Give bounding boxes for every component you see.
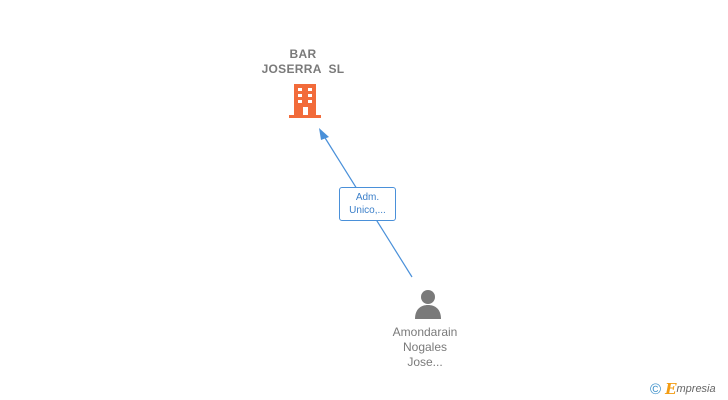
company-name[interactable]: BAR JOSERRA SL xyxy=(238,47,368,77)
copyright-icon: © xyxy=(650,380,662,398)
person-name-line-2: Nogales xyxy=(402,340,448,354)
role-label-box[interactable]: Adm. Unico,... xyxy=(339,187,396,221)
company-name-line-2: JOSERRA SL xyxy=(261,62,345,76)
role-line-2: Unico,... xyxy=(349,205,386,216)
building-icon[interactable] xyxy=(287,83,323,119)
company-name-line-1: BAR xyxy=(289,47,317,61)
person-name[interactable]: Amondarain Nogales Jose... xyxy=(365,325,485,370)
empresia-watermark: © E mpresia xyxy=(650,379,716,399)
person-name-line-3: Jose... xyxy=(407,355,443,369)
brand-initial: E xyxy=(665,380,677,398)
role-line-1: Adm. xyxy=(355,192,380,203)
relation-arrowhead xyxy=(319,128,329,140)
person-name-line-1: Amondarain xyxy=(392,325,458,339)
person-icon[interactable] xyxy=(413,288,443,320)
brand-name: mpresia xyxy=(676,383,716,395)
